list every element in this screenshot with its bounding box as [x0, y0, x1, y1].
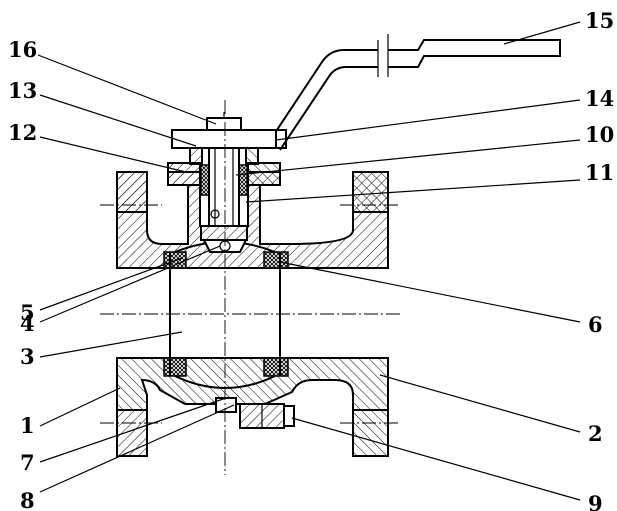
callout-11: 11 — [585, 160, 614, 185]
bottom-plug — [215, 397, 295, 429]
callout-4: 4 — [20, 311, 35, 336]
callout-1: 1 — [20, 413, 35, 438]
callout-3: 3 — [20, 344, 35, 369]
handle — [264, 34, 561, 151]
callout-14: 14 — [585, 86, 614, 111]
leader-lines — [37, 21, 581, 501]
callout-9: 9 — [588, 491, 603, 511]
callout-5: 5 — [20, 300, 35, 325]
callout-12: 12 — [8, 120, 37, 145]
callout-16: 16 — [8, 37, 37, 62]
stem-nut — [206, 112, 242, 131]
callout-15: 15 — [585, 8, 614, 33]
callout-10: 10 — [585, 122, 614, 147]
callout-7: 7 — [20, 450, 35, 475]
handle-hub — [171, 129, 287, 149]
callout-8: 8 — [20, 488, 35, 511]
callout-6: 6 — [588, 312, 603, 337]
callout-13: 13 — [8, 78, 37, 103]
callout-2: 2 — [588, 421, 603, 446]
callout-labels: 16 13 12 5 4 3 1 7 8 15 14 10 11 6 2 9 — [8, 8, 614, 511]
centre-lines — [100, 100, 400, 475]
